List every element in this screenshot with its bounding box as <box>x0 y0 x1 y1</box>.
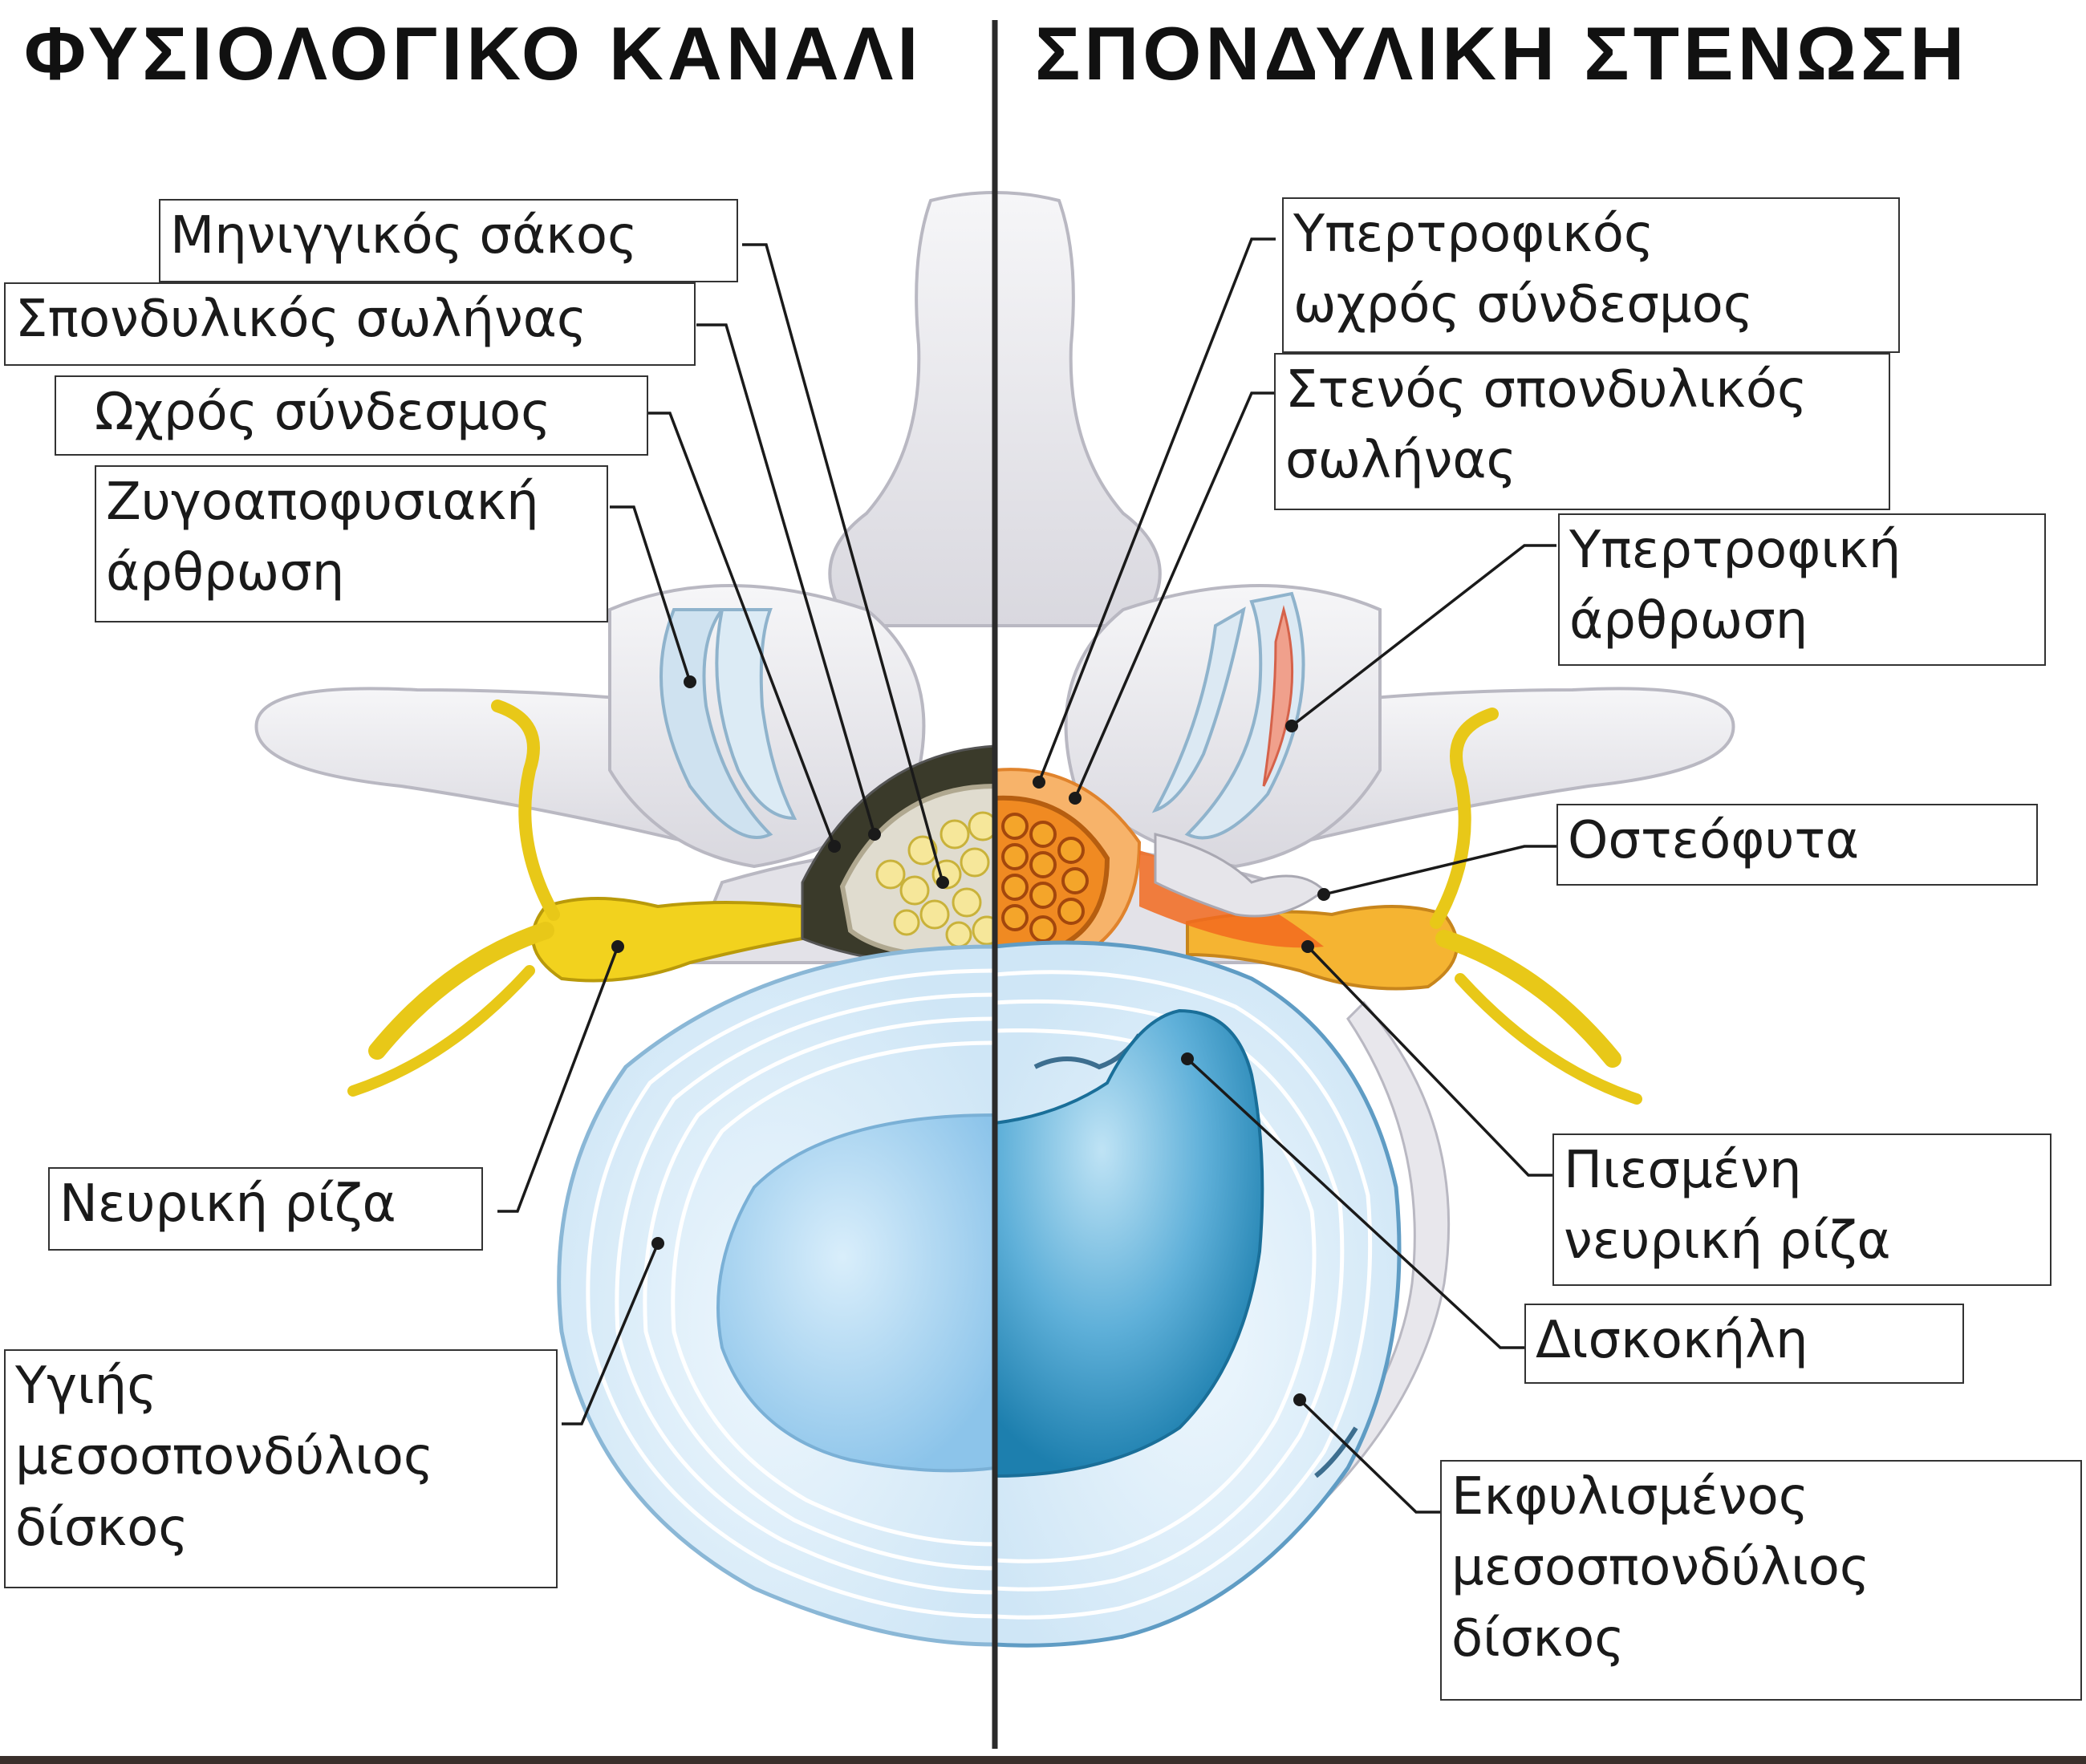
label-healthy-disc: Υγιής μεσοσπονδύλιος δίσκος <box>4 1349 558 1588</box>
label-compressed-nerve: Πιεσμένη νευρική ρίζα <box>1552 1133 2052 1286</box>
label-compressed-nerve-line1: Πιεσμένη <box>1564 1135 2040 1206</box>
healthy-disc <box>559 947 995 1644</box>
degenerated-disc <box>995 943 1399 1645</box>
label-facet-joint-line2: άρθρωση <box>106 537 597 608</box>
label-hypertrophic-joint-line2: άρθρωση <box>1569 586 2035 656</box>
label-herniation-text: Δισκοκήλη <box>1536 1305 1953 1376</box>
label-degenerated-disc-line1: Εκφυλισμένος <box>1451 1462 2071 1532</box>
label-hypertrophic-ligamentum: Υπερτροφικός ωχρός σύνδεσμος <box>1282 197 1900 353</box>
label-narrow-canal-line1: Στενός σπονδυλικός <box>1285 355 1879 425</box>
label-degenerated-disc-line2: μεσοσπονδύλιος <box>1451 1532 2071 1603</box>
right-title: ΣΠΟΝΔΥΛΙΚΗ ΣΤΕΝΩΣΗ <box>1035 16 1968 91</box>
label-degenerated-disc-line3: δίσκος <box>1451 1604 2071 1674</box>
label-nerve-root: Νευρική ρίζα <box>48 1167 483 1251</box>
label-ligamentum-flavum: Ωχρός σύνδεσμος <box>55 375 648 456</box>
label-hypertrophic-joint: Υπερτροφική άρθρωση <box>1558 513 2046 666</box>
footer-bar <box>0 1756 2086 1764</box>
label-meningeal-sac-text: Μηνιγγικός σάκος <box>170 201 727 271</box>
label-healthy-disc-line1: Υγιής <box>15 1351 546 1421</box>
label-compressed-nerve-line2: νευρική ρίζα <box>1564 1206 2040 1276</box>
label-hypertrophic-joint-line1: Υπερτροφική <box>1569 515 2035 586</box>
label-osteophytes: Οστεόφυτα <box>1556 804 2038 886</box>
label-ligamentum-flavum-text: Ωχρός σύνδεσμος <box>95 377 637 448</box>
label-healthy-disc-line2: μεσοσπονδύλιος <box>15 1421 546 1492</box>
label-nerve-root-text: Νευρική ρίζα <box>59 1169 472 1239</box>
label-facet-joint-line1: Ζυγοαποφυσιακή <box>106 467 597 537</box>
label-healthy-disc-line3: δίσκος <box>15 1493 546 1563</box>
label-herniation: Δισκοκήλη <box>1524 1304 1964 1384</box>
label-narrow-canal: Στενός σπονδυλικός σωλήνας <box>1274 353 1890 510</box>
label-hypertrophic-ligamentum-line2: ωχρός σύνδεσμος <box>1293 270 1889 340</box>
label-spinal-canal: Σπονδυλικός σωλήνας <box>4 282 696 366</box>
label-osteophytes-text: Οστεόφυτα <box>1568 805 2027 876</box>
label-facet-joint: Ζυγοαποφυσιακή άρθρωση <box>95 465 608 622</box>
label-degenerated-disc: Εκφυλισμένος μεσοσπονδύλιος δίσκος <box>1440 1460 2082 1701</box>
label-narrow-canal-line2: σωλήνας <box>1285 425 1879 496</box>
left-title: ΦΥΣΙΟΛΟΓΙΚΟ ΚΑΝΑΛΙ <box>24 16 922 91</box>
label-meningeal-sac: Μηνιγγικός σάκος <box>159 199 738 282</box>
label-hypertrophic-ligamentum-line1: Υπερτροφικός <box>1293 199 1889 270</box>
label-spinal-canal-text: Σπονδυλικός σωλήνας <box>15 284 684 355</box>
